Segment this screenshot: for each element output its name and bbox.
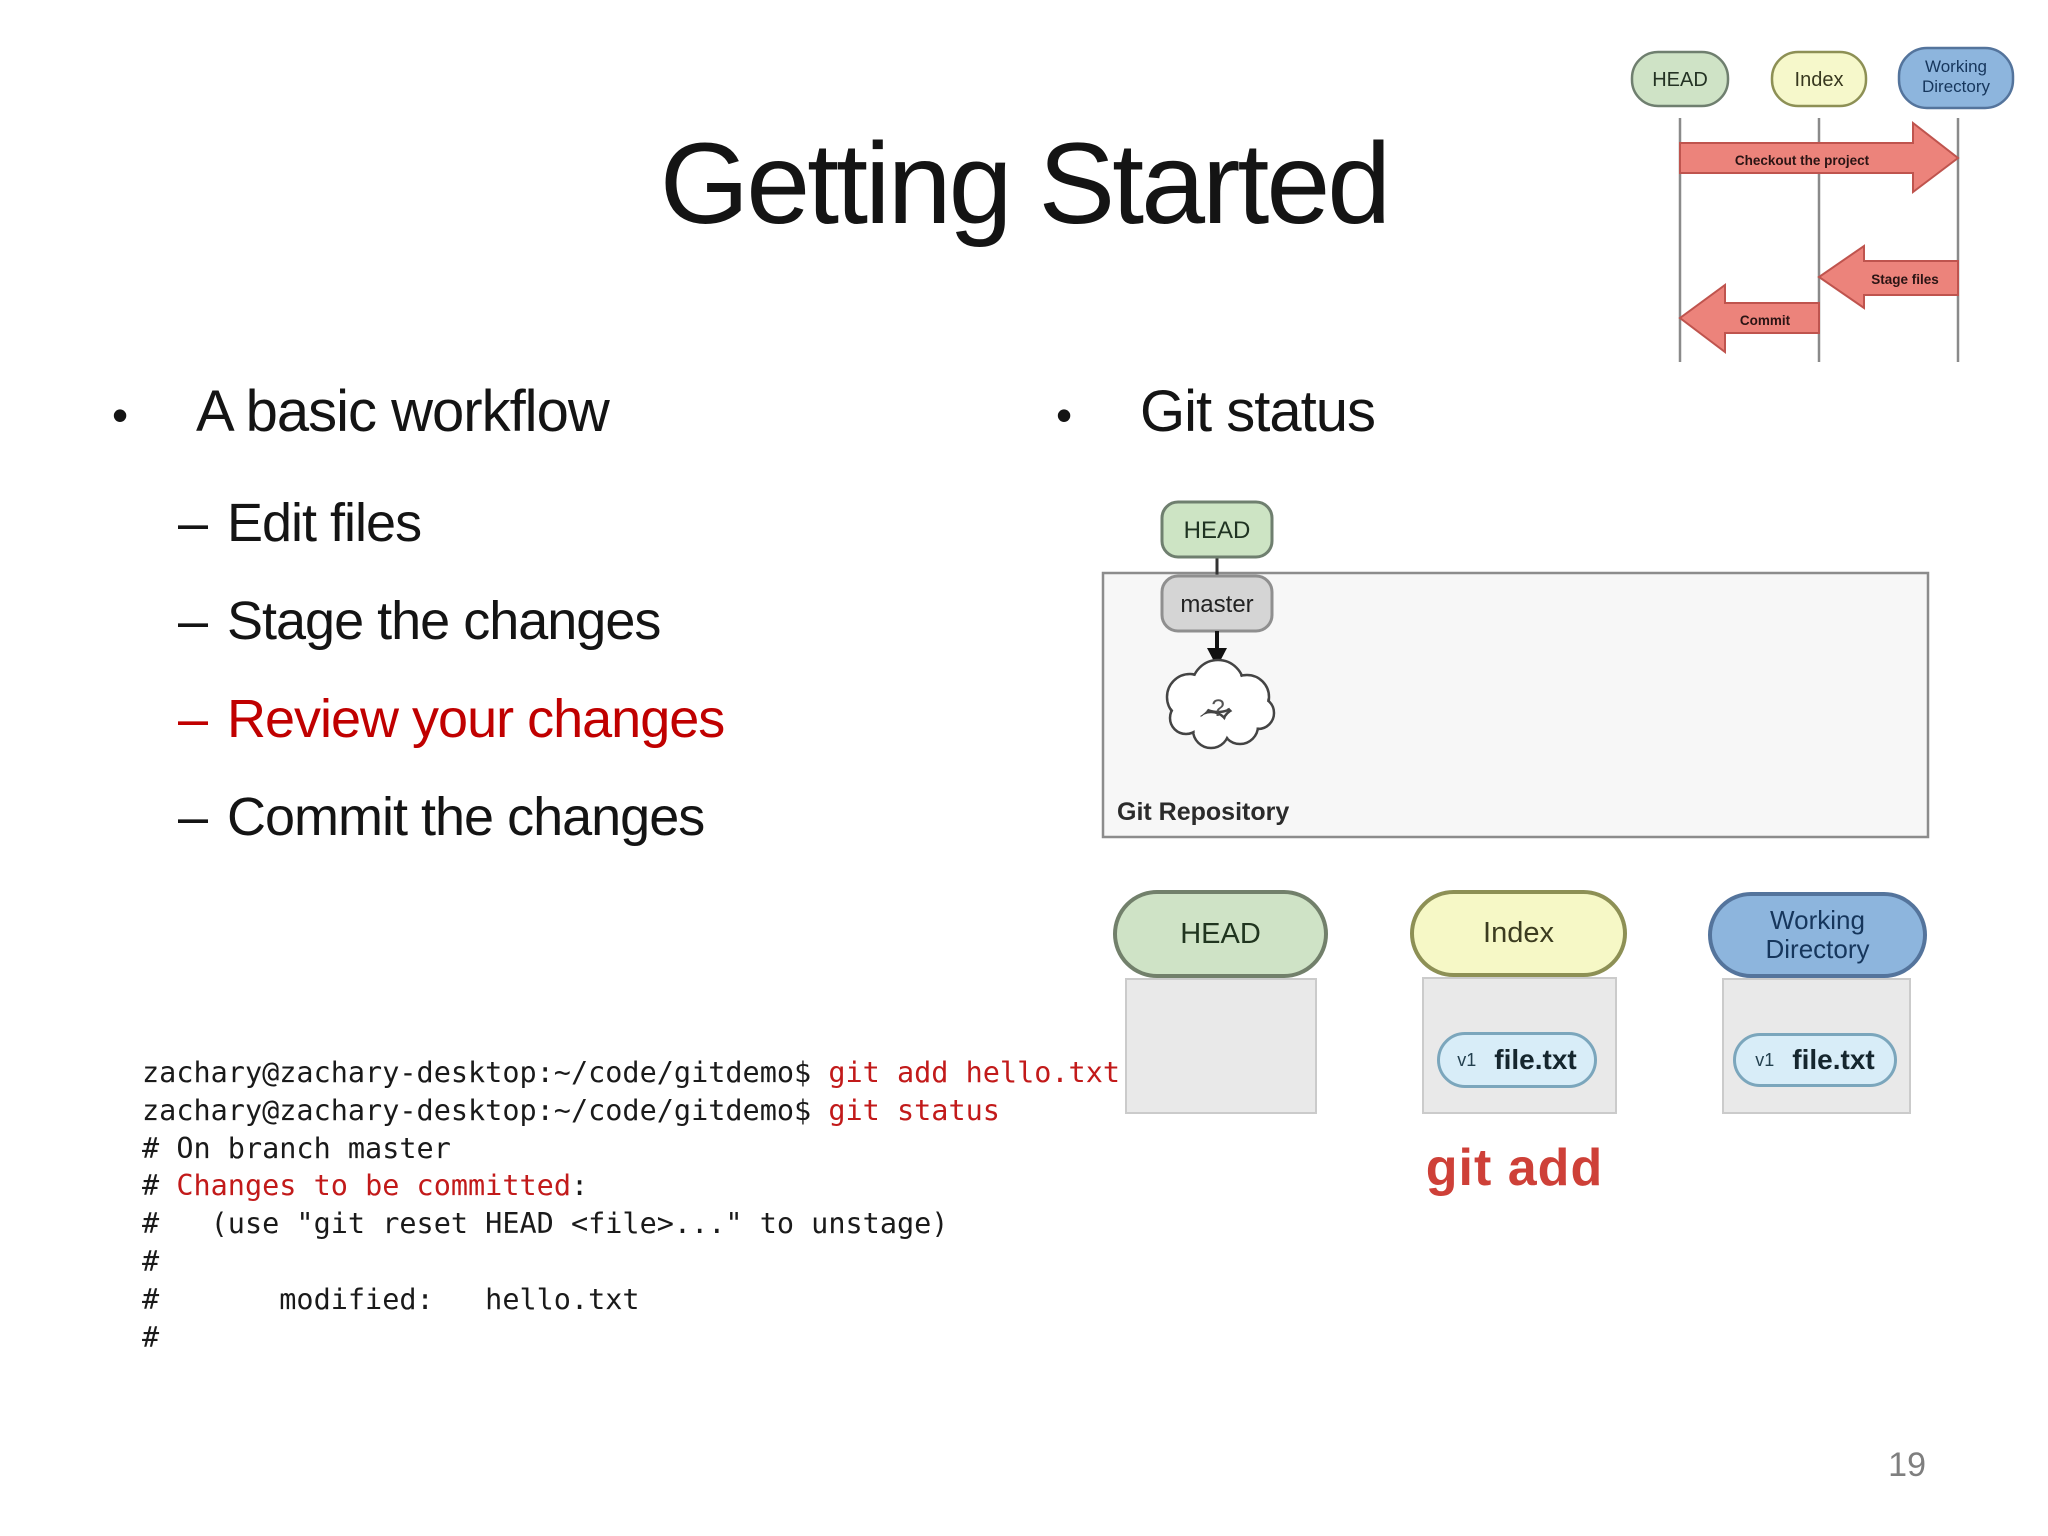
workflow-sub-bullet: –Review your changes bbox=[178, 688, 725, 750]
sub-bullet-label: Review your changes bbox=[227, 689, 725, 749]
sub-bullet-label: Stage the changes bbox=[227, 591, 661, 651]
git-add-caption: git add bbox=[1425, 1139, 1604, 1197]
terminal-line: # On branch master bbox=[142, 1131, 451, 1165]
master-branch-label: master bbox=[1180, 591, 1253, 618]
terminal-line: # bbox=[142, 1320, 160, 1354]
working-directory-column-label: Working Directory bbox=[1765, 905, 1870, 964]
working-directory-file-pill: v1 file.txt bbox=[1733, 1033, 1897, 1087]
cloud-fill bbox=[1168, 661, 1273, 747]
git-add-diagram: HEAD Index v1 file.txt Working Directory… bbox=[1090, 880, 1940, 1210]
file-name: file.txt bbox=[1792, 1044, 1875, 1075]
workflow-sub-bullet: –Stage the changes bbox=[178, 590, 661, 652]
page-number: 19 bbox=[1888, 1446, 1926, 1484]
git-repository-box-label: Git Repository bbox=[1117, 798, 1289, 826]
bullet-git-status: • Git status bbox=[1056, 378, 1376, 445]
bullet-dot: • bbox=[112, 389, 129, 441]
arrow-stage-label: Stage files bbox=[1871, 272, 1939, 287]
terminal-line: zachary@zachary-desktop:~/code/gitdemo$ … bbox=[142, 1056, 1121, 1089]
lane-pill-working-directory bbox=[1897, 46, 2015, 110]
index-column-pill: Index bbox=[1410, 890, 1627, 977]
head-box bbox=[1160, 500, 1274, 559]
arrow-commit-label: Commit bbox=[1740, 313, 1791, 328]
terminal-output: zachary@zachary-desktop:~/code/gitdemo$ … bbox=[142, 1054, 1120, 1356]
cloud-question-label: ? bbox=[1211, 695, 1224, 722]
arrow-commit-left bbox=[1678, 283, 1820, 355]
terminal-line: # (use "git reset HEAD <file>..." to uns… bbox=[142, 1207, 949, 1241]
arrow-checkout-label: Checkout the project bbox=[1735, 153, 1870, 168]
lane-label-index: Index bbox=[1795, 69, 1844, 91]
index-file-pill: v1 file.txt bbox=[1437, 1032, 1597, 1088]
terminal-line: zachary@zachary-desktop:~/code/gitdemo$ … bbox=[142, 1093, 1000, 1127]
bullet-git-status-label: Git status bbox=[1140, 379, 1376, 444]
arrow-stage-left bbox=[1817, 244, 1959, 310]
sub-bullet-dash: – bbox=[178, 689, 209, 749]
head-column-pill: HEAD bbox=[1113, 890, 1328, 978]
file-name: file.txt bbox=[1494, 1044, 1577, 1075]
lane-label-head: HEAD bbox=[1652, 69, 1708, 91]
sub-bullet-dash: – bbox=[178, 493, 209, 553]
page-title: Getting Started bbox=[659, 120, 1392, 248]
workflow-sub-bullet: –Commit the changes bbox=[178, 786, 705, 848]
workflow-sub-bullet: –Edit files bbox=[178, 492, 422, 554]
lane-pill-head bbox=[1630, 50, 1730, 108]
lane-pill-index bbox=[1770, 50, 1868, 108]
sub-bullet-label: Edit files bbox=[227, 493, 422, 553]
arrow-checkout-right bbox=[1679, 120, 1960, 195]
working-directory-column-pill: Working Directory bbox=[1708, 892, 1927, 978]
file-version: v1 bbox=[1457, 1049, 1477, 1070]
bullet-basic-workflow: • A basic workflow bbox=[112, 378, 610, 445]
file-version: v1 bbox=[1755, 1049, 1775, 1070]
sub-bullet-dash: – bbox=[178, 591, 209, 651]
terminal-line: # bbox=[142, 1244, 160, 1278]
sub-bullet-dash: – bbox=[178, 787, 209, 847]
terminal-line: # Changes to be committed: bbox=[142, 1169, 589, 1203]
index-column-label: Index bbox=[1483, 917, 1554, 949]
sub-bullet-label: Commit the changes bbox=[227, 787, 705, 847]
git-repository-diagram: Git Repository HEAD master ? bbox=[1101, 500, 1930, 839]
bullet-dot: • bbox=[1056, 389, 1073, 441]
arrow-down-head bbox=[1207, 648, 1227, 667]
terminal-line: # modified: hello.txt bbox=[142, 1282, 640, 1316]
head-column-label: HEAD bbox=[1180, 917, 1261, 950]
head-box-label: HEAD bbox=[1184, 517, 1251, 544]
bullet-basic-workflow-label: A basic workflow bbox=[196, 379, 610, 444]
head-column-body bbox=[1125, 978, 1317, 1114]
